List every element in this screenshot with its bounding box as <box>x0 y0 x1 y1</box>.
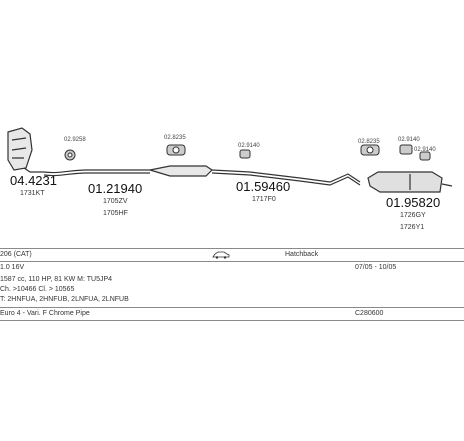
part-number-1[interactable]: 04.4231 <box>10 173 57 188</box>
model-name: 206 (CAT) <box>0 251 32 258</box>
car-icon <box>212 251 230 261</box>
accessory-label-4[interactable]: 02.8235 <box>358 139 380 145</box>
accessory-label-2[interactable]: 02.8235 <box>164 135 186 141</box>
part-code-2b: 1705HF <box>103 210 128 217</box>
hanger-icon <box>239 149 251 159</box>
table-row: 1.0 16V 07/05 - 10/05 <box>0 261 464 274</box>
clamp-icon <box>166 144 186 156</box>
part-code-2a: 1705ZV <box>103 198 128 205</box>
table-row: T: 2HNFUA, 2HNFUB, 2LNFUA, 2LNFUB <box>0 294 464 306</box>
hanger-icon-3 <box>419 151 431 161</box>
table-row: 206 (CAT) Hatchback <box>0 248 464 261</box>
hanger-icon-2 <box>399 144 413 155</box>
part-code-4a: 1726GY <box>400 212 426 219</box>
engine: 1.0 16V <box>0 264 25 271</box>
table-bottom-line <box>0 320 464 321</box>
accessory-label-6[interactable]: 02.9140 <box>414 147 436 153</box>
accessory-label-5[interactable]: 02.9140 <box>398 137 420 143</box>
part-code-4b: 1726Y1 <box>400 224 425 231</box>
years: 07/05 - 10/05 <box>355 264 397 271</box>
front-pipe <box>43 169 120 174</box>
clamp-icon-2 <box>360 144 380 156</box>
intermediate-pipe <box>211 169 361 183</box>
exhaust-drawing <box>7 127 453 193</box>
table-row: Euro 4 - Vari. F Chrome Pipe C280600 <box>0 307 464 320</box>
rear-silencer <box>367 171 453 193</box>
middle-silencer <box>120 165 213 177</box>
accessory-label-1[interactable]: 02.9258 <box>64 137 86 143</box>
reference-code[interactable]: C280600 <box>355 310 384 317</box>
catalyst-manifold <box>7 127 44 173</box>
emission-info: Euro 4 - Vari. F Chrome Pipe <box>0 310 90 317</box>
table-row: 1587 cc, 110 HP, 81 KW M: TU5JP4 <box>0 274 464 286</box>
part-code-3: 1717F0 <box>252 196 276 203</box>
part-number-4[interactable]: 01.95820 <box>386 195 441 210</box>
part-number-2[interactable]: 01.21940 <box>88 181 143 196</box>
body-type: Hatchback <box>285 251 319 258</box>
spec-line-3: T: 2HNFUA, 2HNFUB, 2LNFUA, 2LNFUB <box>0 296 129 303</box>
spec-line-1: 1587 cc, 110 HP, 81 KW M: TU5JP4 <box>0 276 113 283</box>
accessory-label-3[interactable]: 02.9140 <box>238 143 260 149</box>
exhaust-diagram: 04.4231 1731KT 01.21940 1705ZV 1705HF 01… <box>7 127 453 231</box>
part-code-1: 1731KT <box>20 190 45 197</box>
gasket-icon <box>64 149 76 161</box>
part-number-3[interactable]: 01.59460 <box>236 179 291 194</box>
spec-line-2: Ch. >10466 Cl. > 10565 <box>0 286 75 293</box>
table-row: Ch. >10466 Cl. > 10565 <box>0 284 464 296</box>
